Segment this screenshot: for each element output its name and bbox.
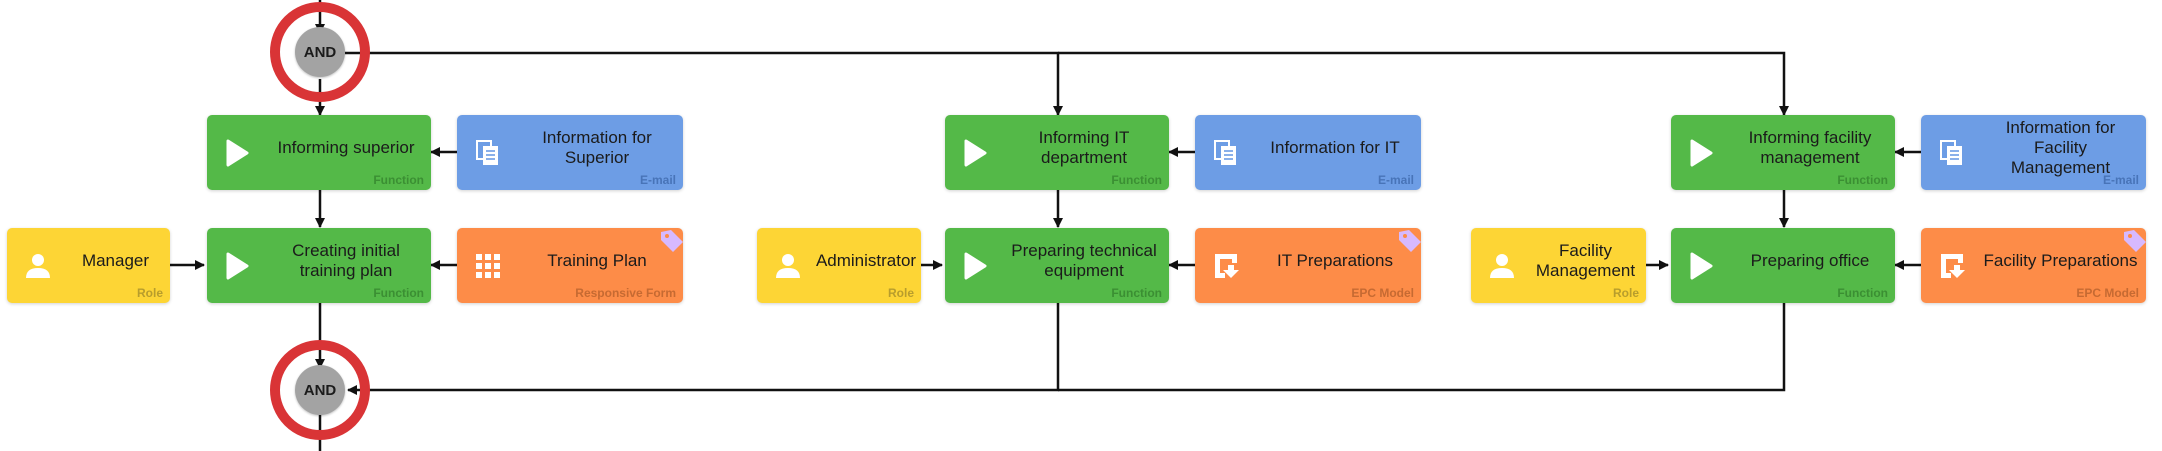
play-icon xyxy=(226,139,249,166)
node-type: Function xyxy=(373,286,424,300)
and-gateway-bottom[interactable]: AND xyxy=(270,340,370,440)
documents-icon xyxy=(476,139,498,165)
function-informing-facility-management[interactable]: Informing facility management Function xyxy=(1671,115,1895,190)
gateway-label: AND xyxy=(295,365,345,415)
epc-model-icon xyxy=(1941,253,1965,278)
node-label: Preparing office xyxy=(1750,250,1870,270)
form-training-plan[interactable]: Training Plan Responsive Form xyxy=(457,228,683,303)
gateway-label: AND xyxy=(295,27,345,77)
function-preparing-technical-equipment[interactable]: Preparing technical equipment Function xyxy=(945,228,1169,303)
node-type: Role xyxy=(136,286,163,300)
play-icon xyxy=(1690,139,1713,166)
node-label: Creating initial training plan xyxy=(292,240,400,280)
node-type: Responsive Form xyxy=(575,286,676,300)
gateway-highlight-ring xyxy=(270,340,370,440)
epc-model-it-preparations[interactable]: IT Preparations EPC Model xyxy=(1195,228,1421,303)
email-information-for-superior[interactable]: Information for Superior E-mail xyxy=(457,115,683,190)
grid-icon xyxy=(476,253,500,278)
node-label: Information for Facility Management xyxy=(2005,117,2116,177)
email-information-for-it[interactable]: Information for IT E-mail xyxy=(1195,115,1421,190)
node-type: Role xyxy=(1612,286,1639,300)
person-icon xyxy=(1490,253,1514,278)
node-type: Function xyxy=(1837,173,1888,187)
node-type: EPC Model xyxy=(2076,286,2139,300)
role-administrator[interactable]: Administrator Role xyxy=(757,228,921,303)
role-manager[interactable]: Manager Role xyxy=(7,228,170,303)
node-type: Role xyxy=(887,286,914,300)
node-label: Informing superior xyxy=(277,137,415,157)
node-label: Facility Management xyxy=(1535,240,1636,280)
role-facility-management[interactable]: Facility Management Role xyxy=(1471,228,1646,303)
node-label: Administrator xyxy=(815,250,917,270)
epc-model-facility-preparations[interactable]: Facility Preparations EPC Model xyxy=(1921,228,2146,303)
node-type: E-mail xyxy=(639,173,676,187)
connector-top-gate-to-lane2 xyxy=(345,51,1063,116)
node-type: E-mail xyxy=(2102,173,2139,187)
person-icon xyxy=(26,253,50,278)
node-label: Information for Superior xyxy=(542,127,652,167)
person-icon xyxy=(776,253,800,278)
connector-main2-to-bottom-gate xyxy=(347,303,1060,395)
node-label: IT Preparations xyxy=(1277,250,1393,270)
tag-icon xyxy=(661,230,683,252)
function-informing-it-department[interactable]: Informing IT department Function xyxy=(945,115,1169,190)
tag-icon xyxy=(2124,230,2146,252)
function-preparing-office[interactable]: Preparing office Function xyxy=(1671,228,1895,303)
node-type: E-mail xyxy=(1377,173,1414,187)
play-icon xyxy=(964,139,987,166)
gateway-highlight-ring xyxy=(270,2,370,102)
connector-main3-to-bottom-gate xyxy=(1058,303,1786,392)
epc-model-icon xyxy=(1215,253,1239,278)
documents-icon xyxy=(1940,139,1962,165)
play-icon xyxy=(1690,252,1713,279)
node-type: Function xyxy=(1111,173,1162,187)
email-information-for-facility-management[interactable]: Information for Facility Management E-ma… xyxy=(1921,115,2146,190)
documents-icon xyxy=(1214,139,1236,165)
node-type: Function xyxy=(373,173,424,187)
node-type: EPC Model xyxy=(1351,286,1414,300)
node-label: Information for IT xyxy=(1270,137,1400,157)
and-gateway-top[interactable]: AND xyxy=(270,2,370,102)
node-type: Function xyxy=(1111,286,1162,300)
function-creating-initial-training-plan[interactable]: Creating initial training plan Function xyxy=(207,228,431,303)
connector-top-gate-to-lane3 xyxy=(1058,51,1789,116)
node-label: Manager xyxy=(81,250,150,270)
node-label: Facility Preparations xyxy=(1983,250,2138,270)
node-label: Informing IT department xyxy=(1038,127,1130,167)
node-label: Training Plan xyxy=(547,250,647,270)
node-label: Informing facility management xyxy=(1748,127,1872,167)
function-informing-superior[interactable]: Informing superior Function xyxy=(207,115,431,190)
tag-icon xyxy=(1399,230,1421,252)
node-label: Preparing technical equipment xyxy=(1011,240,1157,280)
node-type: Function xyxy=(1837,286,1888,300)
play-icon xyxy=(226,252,249,279)
play-icon xyxy=(964,252,987,279)
